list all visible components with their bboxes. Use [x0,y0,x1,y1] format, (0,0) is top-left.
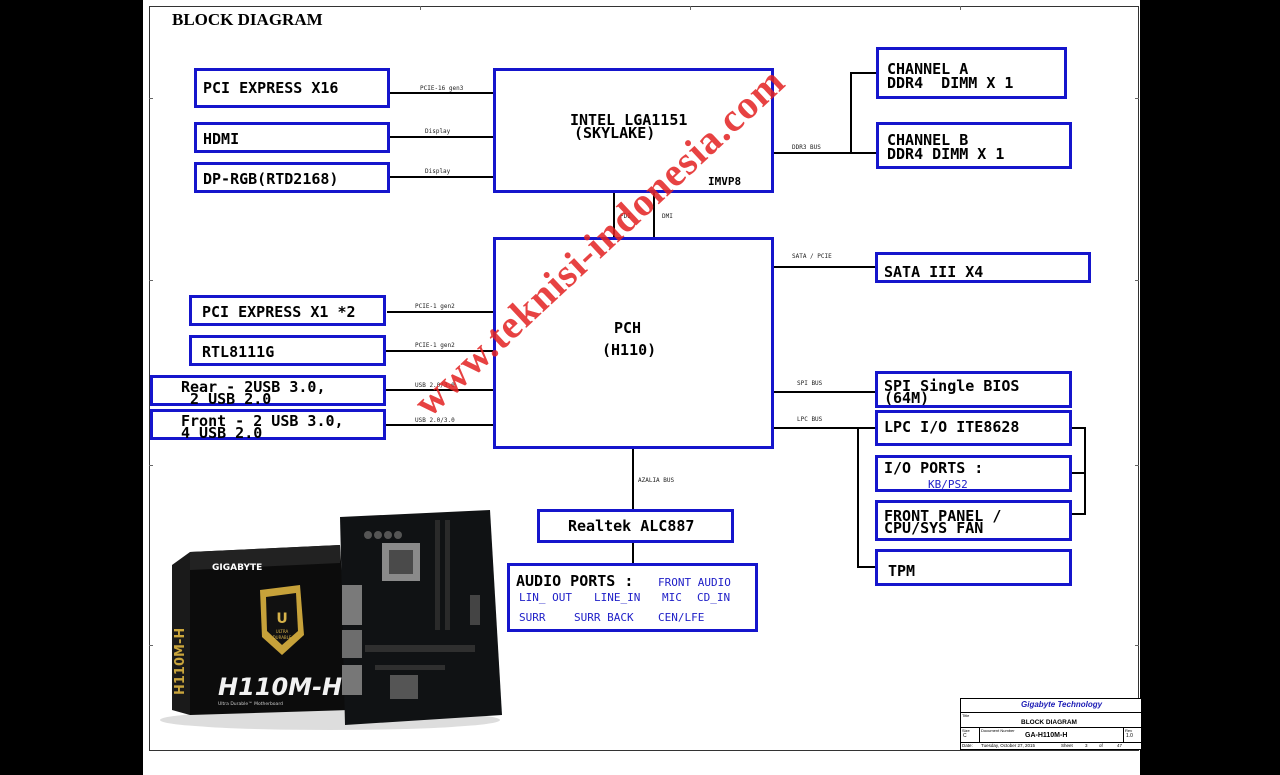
audio-ports-block: AUDIO PORTS : FRONT AUDIO LIN_ OUT LINE_… [507,563,758,632]
channel-a-block: CHANNEL A DDR4 DIMM X 1 [876,47,1067,99]
bus-label-ddr: DDR3 BUS [792,144,821,151]
tb-sheet-label: Sheet [1061,743,1073,748]
bus-label-azalia: AZALIA BUS [638,477,675,484]
tb-rev: 1.0 [1126,733,1133,739]
box-brand: GIGABYTE [212,563,262,573]
tb-title: BLOCK DIAGRAM [1021,719,1077,726]
tb-company: Gigabyte Technology [1021,700,1103,709]
rtl8111g-block: RTL8111G [189,335,386,366]
audio-line-in: LINE_IN [594,591,641,604]
cpu-codename: (SKYLAKE) [574,124,656,142]
audio-surr: SURR [519,611,546,624]
audio-cen-lfe: CEN/LFE [658,611,705,624]
pci-express-x1-block: PCI EXPRESS X1 *2 [189,295,386,326]
badge-line2: DURABLE [273,635,292,640]
channel-b-block: CHANNEL B DDR4 DIMM X 1 [876,122,1072,169]
bus-label-usb-front: USB 2.0/3.0 [415,417,455,424]
bus-label-hdmi: Display [425,128,451,135]
tb-total: 47 [1117,743,1123,748]
box-side-model: H110M-H [173,628,188,695]
tb-date: Tuesday, October 27, 2015 [981,743,1036,748]
tb-docnum: GA-H110M-H [1025,732,1068,739]
dp-rgb-block: DP-RGB(RTD2168) [194,162,390,193]
cpu-block: INTEL LGA1151 (SKYLAKE) IMVP8 [493,68,774,193]
bus-label-pcie16: PCIE-16 gen3 [420,85,464,92]
audio-mic: MIC [662,591,682,604]
page-title: BLOCK DIAGRAM [172,10,323,29]
tb-sheet: 3 [1085,743,1088,748]
bus-label-fdi: FDI [620,213,631,220]
audio-lin-out: LIN_ OUT [519,591,572,604]
audio-cd-in: CD_IN [697,591,731,604]
tb-size: C [963,733,967,739]
hdmi-block: HDMI [194,122,390,153]
usb-front-block: Front - 2 USB 3.0, 4 USB 2.0 [150,409,386,441]
sata-block: SATA III X4 [875,252,1091,283]
realtek-codec-block: Realtek ALC887 [537,509,734,543]
bus-label-dp: Display [425,168,451,175]
bus-label-pcie1-slots: PCIE-1 gen2 [415,303,455,310]
bus-label-dmi: DMI [662,213,673,220]
pci-express-x16-block: PCI EXPRESS X16 [194,68,390,108]
tb-docnum-label: Document Number [981,728,1015,733]
audio-front: FRONT AUDIO [658,576,731,589]
audio-surr-back: SURR BACK [574,611,634,624]
bus-label-pcie1-lan: PCIE-1 gen2 [415,342,455,349]
spi-bios-block: SPI Single BIOS (64M) [875,371,1072,408]
bus-label-sata: SATA / PCIE [792,253,832,260]
tb-size-label: Size [962,728,970,733]
pch-name: PCH [614,319,642,337]
tb-of: of [1099,743,1103,748]
audio-ports-title: AUDIO PORTS : [516,572,634,590]
io-ports-sub: KB/PS2 [928,478,968,491]
pch-block: PCH (H110) [493,237,774,449]
io-ports-block: I/O PORTS : KB/PS2 [875,455,1072,492]
box-tagline: Ultra Durable™ Motherboard [218,701,283,707]
tb-title-label: Title [962,713,970,718]
lpc-io-block: LPC I/O ITE8628 [875,410,1072,446]
tpm-block: TPM [875,549,1072,586]
cpu-name: INTEL LGA1151 [570,111,688,129]
title-block: Gigabyte Technology Title BLOCK DIAGRAM … [960,698,1142,750]
pch-model: (H110) [602,341,657,359]
sheet-border [149,6,1139,751]
svg-text:U: U [276,611,287,627]
box-model: H110M-H [218,673,342,701]
front-panel-block: FRONT PANEL / CPU/SYS FAN [875,500,1072,541]
bus-label-lpc: LPC BUS [797,416,823,423]
product-image: U ULTRA DURABLE GIGABYTE H110M-H Ultra D… [150,505,510,735]
tb-rev-label: Rev [1125,728,1133,733]
cpu-vr-label: IMVP8 [708,175,742,188]
badge-line1: ULTRA [276,629,289,634]
bus-label-spi: SPI BUS [797,380,823,387]
bus-label-usb-rear: USB 2.0/3.0 [415,382,455,389]
usb-rear-block: Rear - 2USB 3.0, 2 USB 2.0 [150,375,386,407]
tb-date-label: Date: [962,743,973,748]
